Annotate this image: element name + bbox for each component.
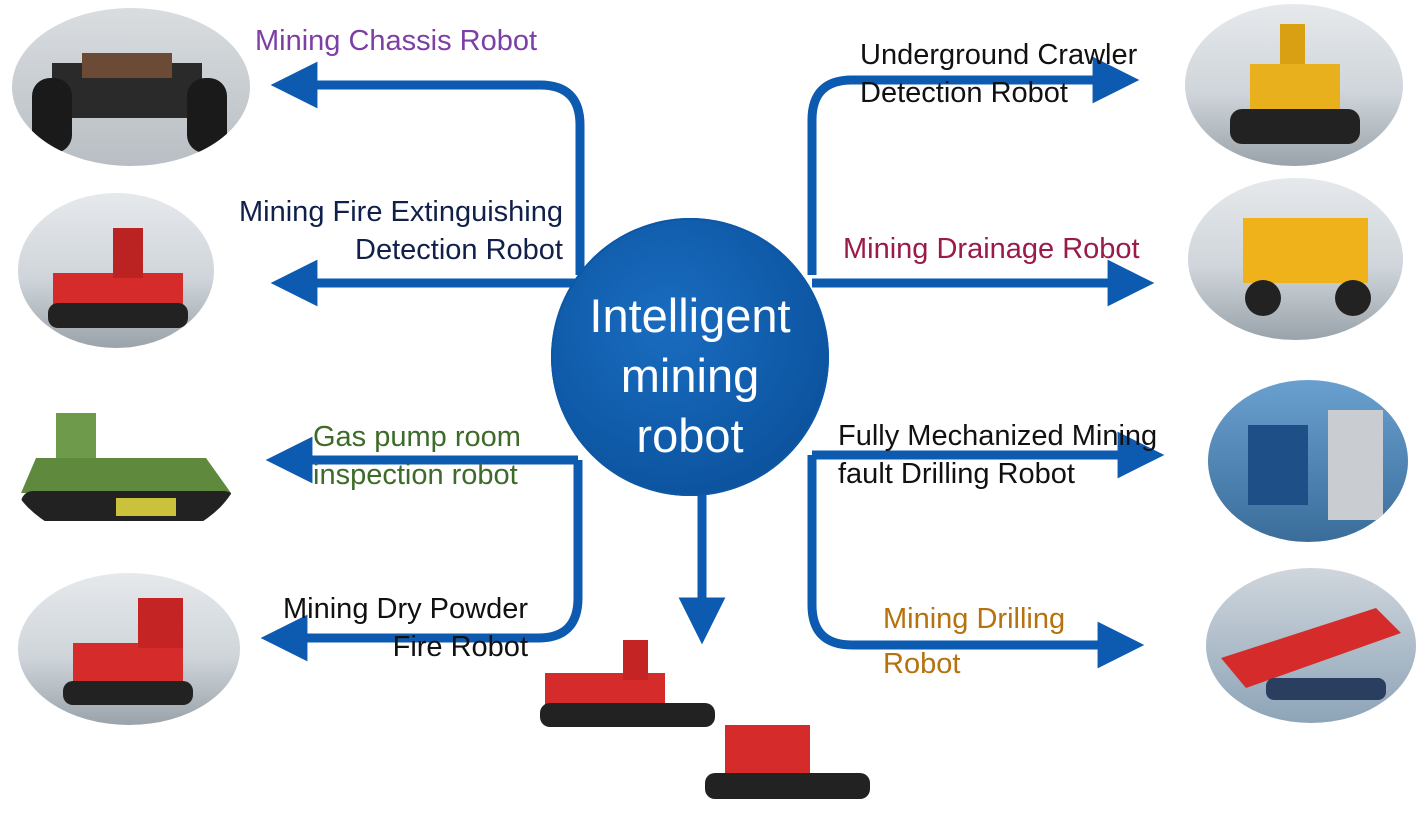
label-crawler-detection-line-1: Underground Crawler — [860, 39, 1138, 71]
label-fault-drilling: Fully Mechanized Mining fault Drilling R… — [838, 417, 1157, 493]
label-drilling: Mining Drilling — [883, 600, 1065, 638]
label-dry-powder-line-2: Fire Robot — [392, 631, 528, 663]
label-fire-extinguishing-line-2: Detection Robot — [355, 234, 563, 266]
red-drilling-robot-photo — [1206, 568, 1416, 723]
label-drilling-2: Robot — [883, 645, 960, 683]
arrow-crawler-detection — [807, 56, 1140, 275]
drainage-robot-drawing — [1243, 218, 1371, 316]
fire-robot-drawing — [48, 228, 188, 328]
chassis-robot-drawing — [32, 53, 227, 153]
yellow-crawler-robot-photo — [1185, 4, 1403, 166]
center-line-1: Intelligent — [589, 289, 791, 342]
red-fire-robot-photo — [18, 193, 214, 348]
label-dry-powder: Mining Dry Powder Fire Robot — [240, 590, 528, 666]
blue-drilling-rig-photo — [1208, 380, 1408, 542]
label-drilling-line-1: Mining Drilling — [883, 603, 1066, 635]
label-crawler-detection-line-2: Detection Robot — [860, 77, 1068, 109]
label-fault-drilling-line-1: Fully Mechanized Mining — [838, 420, 1158, 452]
label-drainage-line-1: Mining Drainage Robot — [843, 233, 1140, 265]
crawler-robot-drawing — [1230, 24, 1360, 144]
label-drainage: Mining Drainage Robot — [843, 230, 1140, 268]
center-line-2: mining — [620, 349, 760, 402]
bottom-robots-drawing — [540, 640, 870, 799]
arrow-drilling — [807, 455, 1145, 669]
center-node: Intelligent mining robot — [551, 218, 829, 496]
label-gas-pump-line-2: inspection robot — [313, 459, 518, 491]
label-fire-extinguishing: Mining Fire Extinguishing Detection Robo… — [200, 193, 563, 269]
tracked-chassis-robot-photo — [12, 8, 250, 166]
arrow-dry-powder — [260, 460, 583, 662]
label-chassis: Mining Chassis Robot — [255, 22, 537, 60]
powder-robot-drawing — [63, 598, 193, 705]
arrow-chassis — [270, 61, 585, 275]
label-gas-pump-line-1: Gas pump room — [313, 421, 521, 453]
center-line-3: robot — [636, 409, 744, 462]
red-tracked-robots-photo — [535, 625, 885, 810]
green-inspection-robot-photo — [6, 373, 242, 543]
label-dry-powder-line-1: Mining Dry Powder — [283, 593, 528, 625]
drilling-rig-drawing — [1248, 410, 1383, 520]
red-powder-fire-robot-photo — [18, 573, 240, 725]
label-fire-extinguishing-line-1: Mining Fire Extinguishing — [239, 196, 563, 228]
label-gas-pump: Gas pump room inspection robot — [313, 418, 521, 494]
label-chassis-line-1: Mining Chassis Robot — [255, 25, 538, 57]
drilling-robot-drawing — [1221, 608, 1401, 700]
yellow-drainage-robot-photo — [1188, 178, 1403, 340]
label-drilling-line-2: Robot — [883, 648, 961, 680]
label-fault-drilling-line-2: fault Drilling Robot — [838, 458, 1075, 490]
inspection-robot-drawing — [21, 413, 236, 521]
label-crawler-detection: Underground Crawler Detection Robot — [860, 36, 1137, 112]
